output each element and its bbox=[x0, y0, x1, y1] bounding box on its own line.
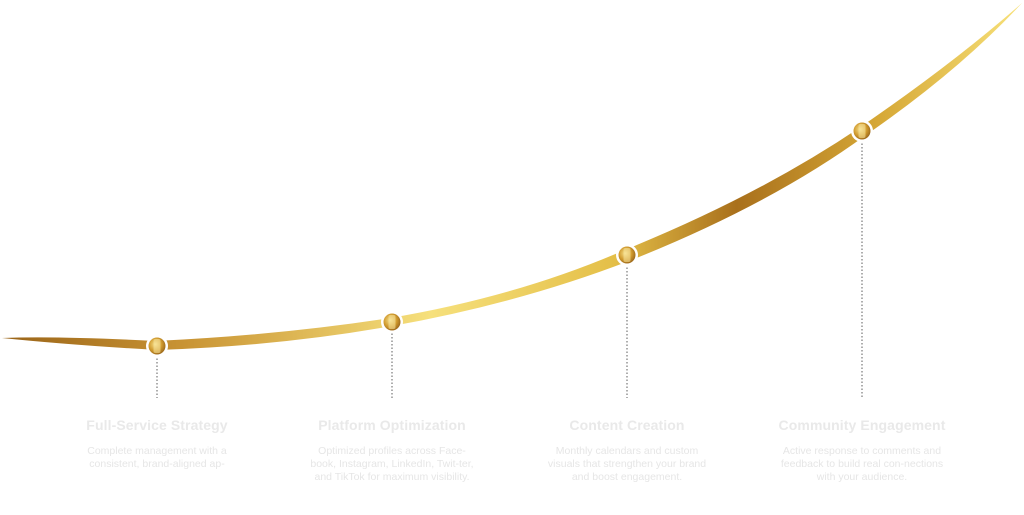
curve-ribbon bbox=[2, 3, 1022, 350]
node-2 bbox=[381, 311, 403, 333]
step-content-creation: Content Creation Monthly calendars and c… bbox=[527, 417, 727, 484]
step-community-engagement: Community Engagement Active response to … bbox=[762, 417, 962, 484]
step-title: Community Engagement bbox=[778, 417, 946, 433]
step-description: Complete management with a consistent, b… bbox=[87, 445, 227, 470]
step-platform-optimization: Platform Optimization Optimized profiles… bbox=[292, 417, 492, 484]
step-description: Active response to comments and feedback… bbox=[780, 445, 944, 483]
node-1 bbox=[146, 335, 168, 357]
step-description: Optimized profiles across Face-book, Ins… bbox=[310, 445, 474, 483]
step-title: Platform Optimization bbox=[318, 417, 466, 433]
step-full-service-strategy: Full-Service Strategy Complete managemen… bbox=[57, 417, 257, 471]
node-4 bbox=[851, 120, 873, 142]
node-3 bbox=[616, 244, 638, 266]
step-title: Full-Service Strategy bbox=[86, 417, 228, 433]
step-title: Content Creation bbox=[569, 417, 685, 433]
step-description: Monthly calendars and custom visuals tha… bbox=[547, 445, 707, 483]
